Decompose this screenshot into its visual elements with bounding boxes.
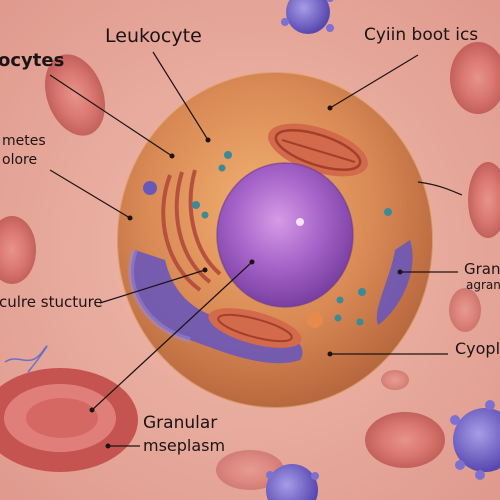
red-blood-cell bbox=[365, 412, 445, 468]
leader-line bbox=[152, 51, 209, 141]
leader-line bbox=[49, 74, 173, 157]
red-blood-cell bbox=[381, 370, 409, 390]
leader-lines bbox=[49, 51, 463, 447]
leader-dot bbox=[205, 137, 211, 143]
leader-line bbox=[91, 261, 253, 411]
leader-dot bbox=[105, 443, 111, 449]
red-blood-cell bbox=[216, 450, 284, 490]
leader-dot bbox=[169, 153, 175, 159]
leader-dot bbox=[249, 259, 255, 265]
leader-dot bbox=[202, 267, 208, 273]
leader-dot bbox=[397, 269, 403, 275]
vesicles bbox=[192, 151, 392, 326]
red-blood-cell bbox=[450, 42, 500, 114]
red-blood-cell bbox=[468, 162, 500, 238]
label-granular: Granular bbox=[143, 413, 218, 433]
background-red-blood-cells bbox=[0, 42, 500, 490]
label-agran: agran bbox=[466, 278, 500, 292]
red-blood-cell-foreground bbox=[0, 368, 138, 472]
label-gran: Gran bbox=[464, 260, 500, 278]
leader-line bbox=[49, 169, 131, 219]
leader-dot bbox=[327, 351, 333, 357]
label-mseplasm: mseplasm bbox=[143, 436, 226, 455]
nucleus bbox=[216, 162, 354, 308]
virus-particle bbox=[266, 464, 319, 500]
granule-cluster bbox=[376, 240, 413, 325]
leader-line bbox=[329, 54, 419, 109]
mitochondrion bbox=[208, 308, 302, 348]
red-blood-cell bbox=[0, 216, 36, 284]
virus-particle bbox=[281, 0, 334, 34]
label-olore: olore bbox=[2, 152, 38, 168]
leader-line bbox=[417, 181, 463, 196]
leader-dots bbox=[89, 105, 403, 449]
red-blood-cell bbox=[449, 288, 481, 332]
fibre-strand bbox=[4, 345, 48, 373]
label-ocytes: ocytes bbox=[0, 50, 65, 71]
virus-particle bbox=[450, 400, 500, 480]
leader-dot bbox=[327, 105, 333, 111]
golgi-apparatus bbox=[161, 169, 222, 292]
lysosome bbox=[143, 181, 323, 328]
label-cyiin-boot: Cyiin boot ics bbox=[364, 25, 479, 45]
label-cyopla: Cyopla bbox=[455, 339, 500, 358]
red-blood-cell bbox=[45, 54, 105, 136]
leader-dot bbox=[89, 407, 95, 413]
label-culre-structure: culre stucture bbox=[0, 293, 103, 311]
leader-dot bbox=[127, 215, 133, 221]
label-metes: metes bbox=[2, 133, 46, 149]
label-leukocyte: Leukocyte bbox=[105, 25, 202, 47]
leader-line bbox=[99, 269, 206, 304]
